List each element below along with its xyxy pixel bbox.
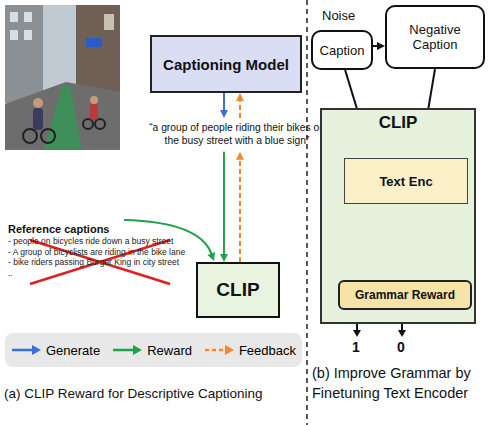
legend-item: Feedback (204, 343, 296, 358)
reference-heading: Reference captions (8, 222, 208, 236)
reference-caption: - people on bicycles ride down a busy st… (8, 236, 208, 247)
connector-line (239, 160, 241, 262)
arrow-head (236, 152, 244, 160)
legend-line (205, 349, 226, 352)
subfigure-caption: (a) CLIP Reward for Descriptive Captioni… (4, 386, 307, 401)
photo-window (10, 12, 18, 22)
photo-building (5, 5, 43, 103)
legend-arrow-head (133, 345, 142, 355)
legend-line (12, 349, 33, 352)
legend-arrow-head (32, 345, 41, 355)
photo-window (104, 14, 114, 30)
negative-caption-box: Negative Caption (385, 5, 485, 69)
connector-line (223, 152, 225, 254)
arrow-head (220, 110, 228, 118)
legend-item: Reward (112, 343, 192, 358)
generated-caption-holder: “a group of people riding their bikes on… (148, 122, 326, 148)
photo-wheel (41, 129, 55, 143)
arrow-head (208, 252, 216, 261)
connector (373, 42, 385, 50)
connector (220, 93, 228, 262)
reference-caption: - A group of bicyclists are riding in th… (8, 247, 208, 258)
edge-label-holder: Noise (322, 6, 355, 24)
photo-road (5, 82, 120, 150)
reference-caption: - bike riders passing Burger King in cit… (8, 257, 208, 268)
node-text: Grammar Reward (355, 288, 455, 302)
arrow-head (220, 254, 228, 262)
photo-window (24, 30, 32, 40)
node-text: Captioning Model (163, 56, 289, 73)
photo-blue-sign (86, 38, 102, 47)
subfigure-caption-holder: (a) CLIP Reward for Descriptive Captioni… (4, 386, 307, 401)
node-text: Text Enc (379, 174, 432, 189)
legend-arrow-head (225, 345, 234, 355)
legend-text: Generate (46, 343, 100, 358)
photo-wheel (95, 119, 105, 129)
connector-line (223, 93, 225, 110)
legend-line (113, 349, 134, 352)
connector (236, 93, 244, 262)
photo-cyclist-head (33, 98, 43, 108)
subfigure-caption: (b) Improve Grammar by Finetuning Text E… (312, 364, 486, 403)
legend: Generate Reward Feedback (5, 333, 302, 367)
score-label-holder: 0 (397, 339, 405, 355)
photo-wheel (23, 129, 37, 143)
legend-sample (112, 344, 142, 356)
photo-building (76, 5, 120, 93)
reference-captions: Reference captions- people on bicycles r… (8, 222, 208, 278)
arrow-head (236, 93, 244, 101)
score-label: 1 (352, 339, 360, 355)
legend-sample (11, 344, 41, 356)
photo-window (10, 30, 18, 40)
photo-window (24, 12, 32, 22)
photo-bike-lane (44, 86, 82, 150)
legend-sample (204, 344, 234, 356)
subfigure-caption-holder: (b) Improve Grammar by Finetuning Text E… (312, 364, 486, 403)
street-photo (5, 5, 120, 150)
arrow-head (398, 330, 406, 337)
node-text: Caption (320, 43, 365, 58)
score-label: 0 (397, 339, 405, 355)
photo-cyclist-head (90, 96, 98, 104)
text-encoder-box: Text Enc (344, 158, 468, 204)
clip-box: CLIP (196, 262, 280, 318)
reference-caption: .. (8, 268, 208, 279)
generated-caption: “a group of people riding their bikes on… (148, 122, 326, 148)
model-box: Captioning Model (150, 35, 302, 93)
arrow-head (377, 42, 385, 50)
caption-box: Caption (311, 30, 373, 70)
container-title: CLIP (322, 110, 474, 133)
node-text: CLIP (216, 279, 259, 301)
connector-line (239, 101, 241, 118)
photo-sky (5, 5, 120, 150)
score-label-holder: 1 (352, 339, 360, 355)
legend-text: Feedback (239, 343, 296, 358)
connector-line (373, 45, 377, 47)
edge-label: Noise (322, 8, 355, 23)
node-text: Negative Caption (387, 22, 483, 52)
photo-cyclist (90, 104, 98, 120)
photo-wheel (83, 119, 93, 129)
arrow-head (353, 330, 361, 337)
grammar-reward-box: Grammar Reward (338, 280, 472, 310)
panel-divider (306, 0, 308, 425)
legend-item: Generate (11, 343, 100, 358)
legend-text: Reward (147, 343, 192, 358)
photo-cyclist (33, 108, 43, 130)
clip-container: CLIP Text EncGrammar Reward (320, 108, 476, 324)
